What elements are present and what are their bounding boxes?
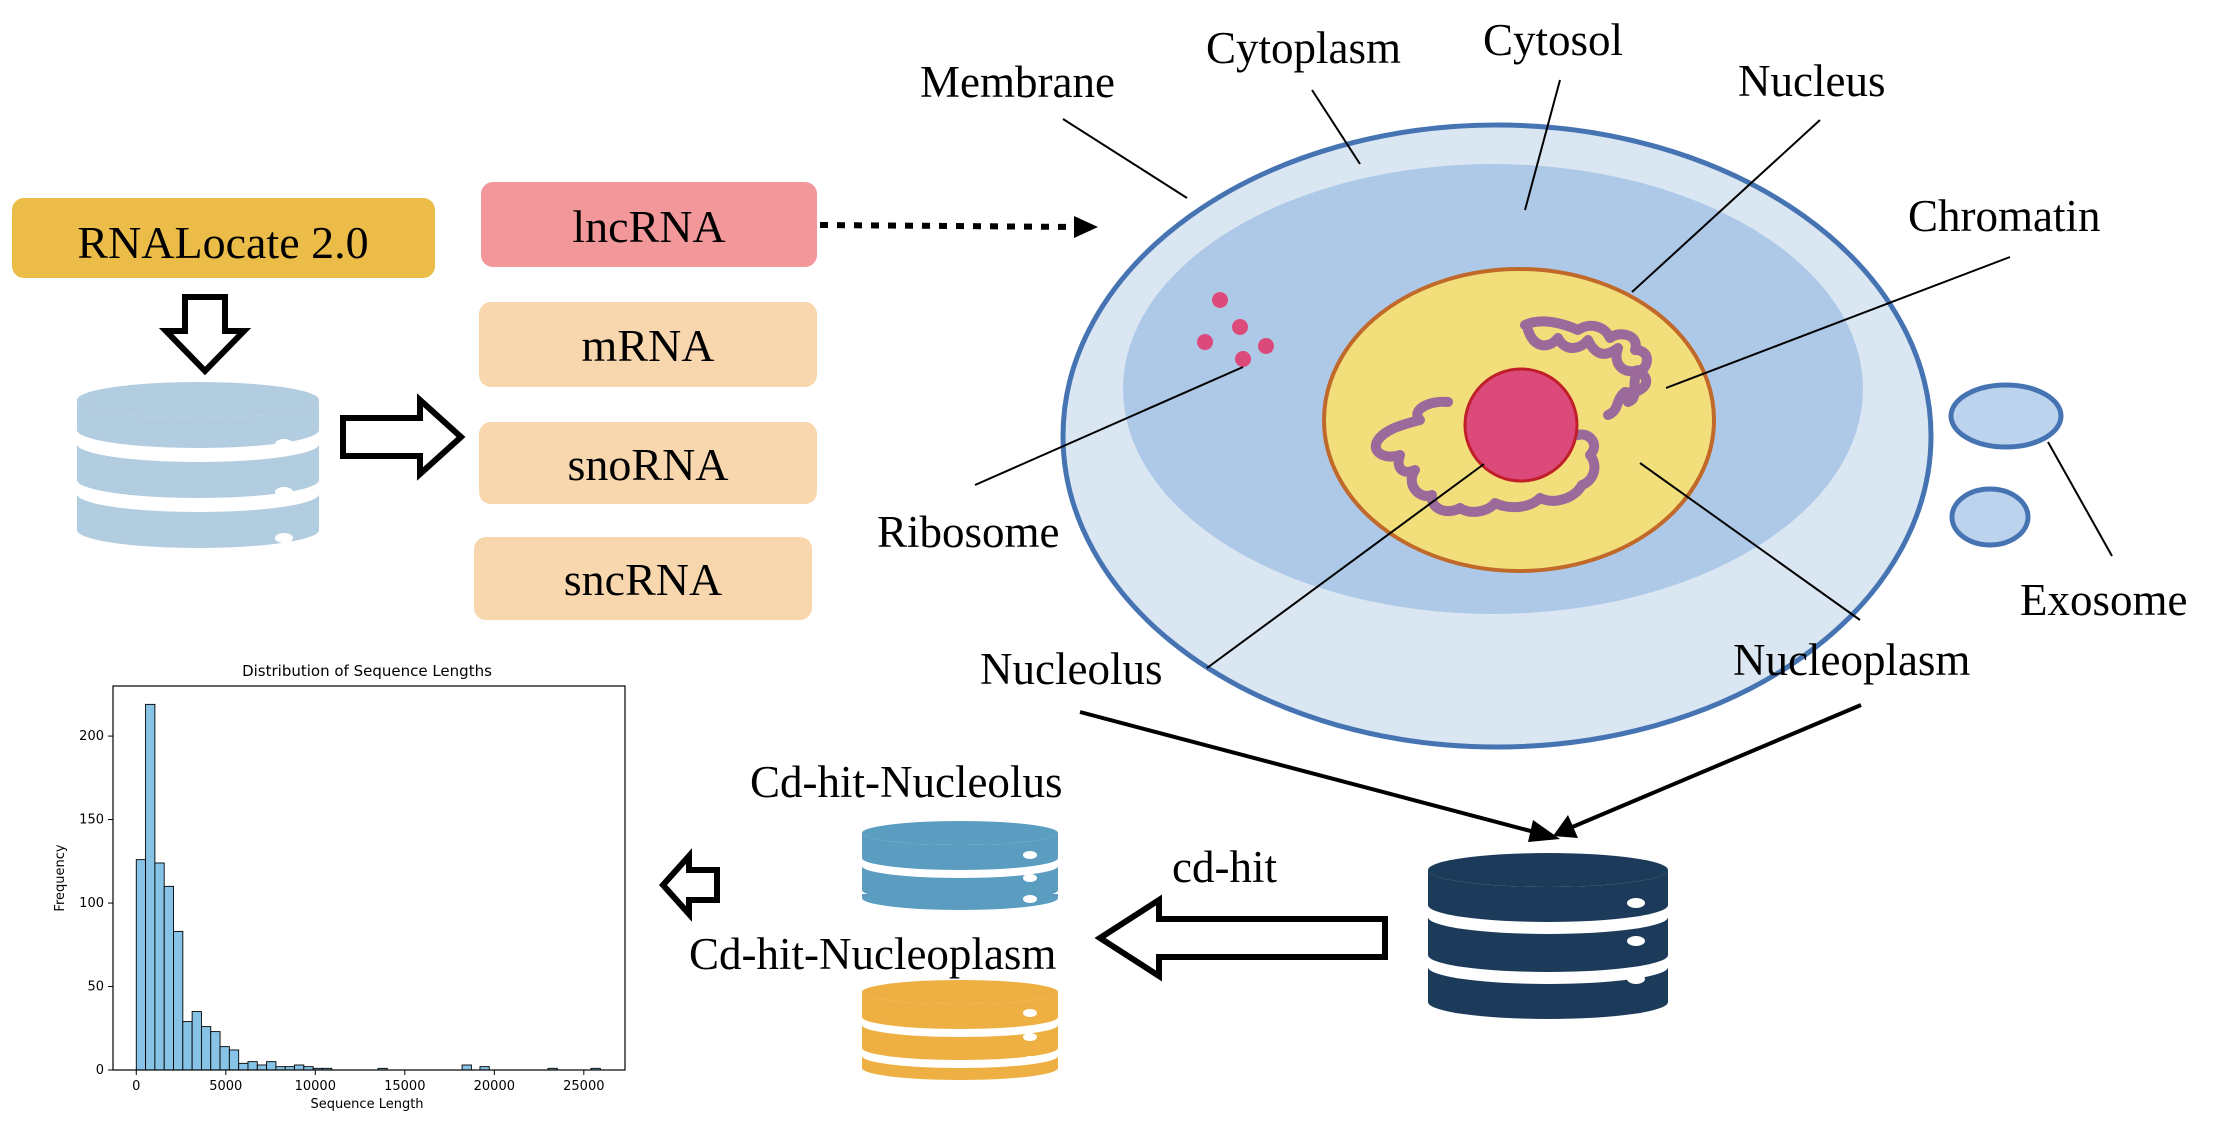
histogram-bar bbox=[145, 703, 156, 1071]
histogram-bar bbox=[228, 1049, 240, 1071]
histogram-bar bbox=[256, 1064, 268, 1071]
histogram-ticks: 0 5000 10000 15000 20000 25000 0 50 100 150 200 bbox=[79, 729, 604, 1094]
histogram-bar bbox=[182, 1021, 193, 1071]
nucleoplasm-database-icon bbox=[862, 980, 1058, 1080]
label-cytosol: Cytosol bbox=[1483, 15, 1623, 65]
rna-label-sncrna: sncRNA bbox=[564, 554, 722, 605]
source-label: RNALocate 2.0 bbox=[77, 217, 368, 268]
source-box bbox=[12, 198, 435, 278]
label-membrane: Membrane bbox=[920, 57, 1115, 107]
ribosome-dot bbox=[1232, 319, 1248, 335]
cd-hit-hollow-left-arrow-icon bbox=[1094, 894, 1388, 982]
label-cd-hit-nucleoplasm: Cd-hit-Nucleoplasm bbox=[689, 929, 1056, 979]
histogram-bar bbox=[210, 1031, 221, 1071]
histogram-bar bbox=[135, 859, 147, 1071]
merged-database-icon bbox=[1428, 853, 1668, 1019]
label-exosome: Exosome bbox=[2020, 575, 2187, 625]
histogram-bar bbox=[461, 1064, 472, 1071]
rna-box-mrna bbox=[479, 302, 817, 387]
histogram-bar bbox=[266, 1061, 277, 1071]
rna-label-lncrna: lncRNA bbox=[572, 201, 725, 252]
chromatin-strand bbox=[1520, 316, 1652, 420]
ribosome-dot bbox=[1235, 351, 1251, 367]
ribosome-dot bbox=[1258, 338, 1274, 354]
y-tick-label: 100 bbox=[79, 896, 104, 911]
nucleolus-to-db-arrow bbox=[1079, 710, 1543, 836]
hollow-down-arrow-icon bbox=[158, 294, 252, 376]
rnalocate-database-icon bbox=[77, 382, 319, 548]
chart-xlabel: Sequence Length bbox=[310, 1097, 423, 1112]
exosome-small bbox=[1949, 486, 2031, 548]
histogram-bars bbox=[135, 703, 601, 1071]
ribosome-dot bbox=[1197, 334, 1213, 350]
label-cytoplasm: Cytoplasm bbox=[1206, 23, 1401, 73]
hollow-right-arrow-icon bbox=[340, 393, 466, 481]
nucleolus-database-icon bbox=[862, 821, 1058, 910]
histogram-bar bbox=[294, 1064, 305, 1071]
histogram-bar bbox=[191, 1011, 202, 1071]
ribosome-dot bbox=[1212, 292, 1228, 308]
y-tick-label: 50 bbox=[87, 980, 104, 995]
cell-illustration bbox=[1060, 122, 2064, 750]
lncrna-to-cell-dotted-arrow bbox=[819, 222, 1081, 230]
chart-title: Distribution of Sequence Lengths bbox=[242, 662, 492, 680]
arrow-head-icon bbox=[1528, 820, 1560, 842]
rna-box-lncrna bbox=[481, 182, 817, 267]
y-tick-label: 0 bbox=[96, 1063, 104, 1078]
x-tick-label: 25000 bbox=[563, 1079, 604, 1094]
label-nucleoplasm: Nucleoplasm bbox=[1733, 635, 1970, 685]
label-nucleus: Nucleus bbox=[1738, 56, 1885, 106]
rna-box-snorna bbox=[479, 422, 817, 504]
y-tick-label: 200 bbox=[79, 729, 104, 744]
x-tick-label: 20000 bbox=[474, 1079, 515, 1094]
y-tick-label: 150 bbox=[79, 813, 104, 828]
exosome-large bbox=[1948, 382, 2064, 450]
histogram-bar bbox=[200, 1026, 212, 1071]
leader-lines bbox=[974, 79, 2113, 669]
rna-box-sncrna bbox=[474, 537, 812, 620]
histogram-bar bbox=[238, 1062, 249, 1071]
rna-label-snorna: snoRNA bbox=[567, 439, 728, 490]
histogram-bar bbox=[154, 862, 165, 1071]
histogram-bar bbox=[173, 930, 184, 1071]
rna-label-mrna: mRNA bbox=[582, 320, 715, 371]
label-cd-hit-nucleolus: Cd-hit-Nucleolus bbox=[750, 757, 1062, 807]
x-tick-label: 15000 bbox=[384, 1079, 425, 1094]
hollow-left-arrow-icon bbox=[658, 848, 720, 922]
x-tick-label: 5000 bbox=[209, 1079, 242, 1094]
histogram-plot-frame bbox=[112, 685, 626, 1071]
x-tick-label: 0 bbox=[132, 1079, 140, 1094]
histogram-bar bbox=[219, 1046, 230, 1071]
arrow-head-icon bbox=[1553, 815, 1578, 838]
chart-ylabel: Frequency bbox=[53, 844, 68, 911]
label-ribosome: Ribosome bbox=[877, 507, 1060, 557]
rna-type-list: lncRNA mRNA snoRNA sncRNA bbox=[474, 182, 817, 620]
label-nucleolus: Nucleolus bbox=[980, 644, 1162, 694]
histogram-bar bbox=[163, 885, 174, 1071]
histogram-bar bbox=[247, 1061, 258, 1071]
x-tick-label: 10000 bbox=[295, 1079, 336, 1094]
sequence-length-histogram: Distribution of Sequence Lengths Frequen… bbox=[53, 662, 626, 1112]
dotted-arrow-head-icon bbox=[1074, 216, 1098, 238]
nucleoplasm-to-db-arrow bbox=[1569, 703, 1862, 830]
cell-nucleolus bbox=[1463, 367, 1579, 483]
chromatin-strand-lower bbox=[1370, 396, 1600, 517]
label-chromatin: Chromatin bbox=[1908, 191, 2100, 241]
label-cd-hit: cd-hit bbox=[1172, 842, 1277, 892]
